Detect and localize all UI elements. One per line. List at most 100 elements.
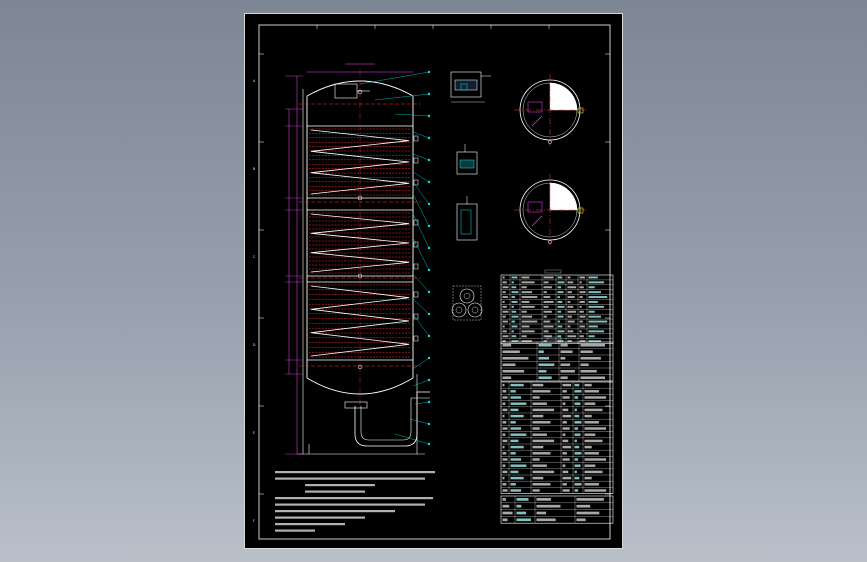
detail-b-frame — [456, 151, 478, 175]
design-data-table-cell-text — [560, 343, 568, 347]
parts-list-table-cell-text — [557, 281, 565, 284]
parts-list-table-cell-text — [543, 320, 551, 323]
callout-leader — [374, 93, 430, 101]
callout-leader — [412, 273, 430, 293]
callout-dot — [427, 422, 431, 426]
nozzle-table-cell-text — [562, 408, 569, 412]
section-view-bottom-quadrant — [549, 182, 578, 211]
callout-leader — [409, 418, 430, 425]
tube-arrangement-circle — [467, 302, 483, 318]
callout-dot — [427, 114, 431, 118]
parts-list-table-cell-text — [588, 320, 608, 323]
parts-list-table-cell-text — [557, 330, 565, 333]
nozzle-table-cell-text — [584, 476, 592, 480]
parts-list-table-cell-text — [511, 330, 514, 333]
zone-label: F — [253, 519, 255, 523]
callout-leader — [412, 379, 430, 387]
parts-list-table-cell-text — [521, 300, 530, 303]
section-view-top-bottom-nozzle — [548, 140, 552, 144]
nozzle-table-cell-text — [502, 427, 508, 430]
side-nozzle — [413, 157, 419, 164]
parts-list-table-cell-text — [521, 315, 533, 318]
parts-list-table-cell-text — [579, 300, 585, 303]
parts-list-table-cell-text — [579, 315, 586, 318]
nozzle-table-cell-text — [574, 452, 582, 455]
nozzle-table-cell-text — [502, 464, 506, 467]
nozzle-table-cell-text — [532, 464, 547, 467]
nozzle-table-cell-text — [532, 476, 544, 480]
nozzle-table-cell-text — [574, 390, 582, 393]
parts-list-table-cell-text — [588, 340, 601, 343]
parts-list-table-cell-text — [557, 305, 565, 308]
design-data-table-cell-text — [502, 376, 512, 380]
section-view-bottom-nozzle-mark — [577, 207, 584, 214]
parts-list-table-cell-text — [543, 281, 549, 284]
nozzle-table-cell-text — [574, 483, 582, 486]
parts-list-table-cell-text — [567, 286, 577, 289]
title-block-table-cell-text — [516, 498, 529, 501]
title-block-table-cell-text — [576, 504, 591, 508]
parts-list-table-cell-text — [543, 291, 547, 294]
nozzle-marker — [357, 364, 363, 370]
parts-list-table-cell-text — [588, 330, 605, 333]
detail-b-weld — [459, 159, 475, 169]
design-data-table-cell-text — [560, 350, 573, 354]
parts-list-table-cell-text — [511, 325, 518, 328]
nozzle-table-cell-text — [574, 464, 581, 467]
detail-c-profile — [460, 209, 472, 235]
callout-leader — [359, 71, 430, 85]
design-data-table-cell-text — [560, 363, 571, 367]
section-view-top-quadrant — [549, 82, 578, 111]
parts-list-table-cell-text — [502, 330, 507, 333]
nozzle-table-cell-text — [562, 489, 570, 492]
parts-list-table-cell-text — [502, 320, 508, 323]
nozzle-table-cell-text — [532, 390, 551, 393]
design-data-table-cell-text — [538, 343, 552, 347]
nozzle-table-cell-text — [532, 458, 540, 461]
parts-list-table-cell-text — [557, 276, 563, 279]
nozzle-table-cell-text — [574, 402, 581, 405]
parts-list-table-cell-text — [567, 325, 571, 328]
technical-note-line — [275, 516, 365, 519]
nozzle-table-cell-text — [510, 458, 522, 461]
parts-list-table-cell-text — [588, 296, 608, 299]
nozzle-table-cell-text — [562, 396, 570, 399]
parts-list-table-cell-text — [511, 315, 519, 318]
technical-note-line — [305, 484, 375, 487]
parts-list-table-cell-text — [502, 335, 509, 338]
top-inlet-chamber — [334, 83, 358, 99]
design-data-table-cell-text — [580, 343, 605, 347]
callout-dot — [427, 92, 431, 96]
callout-dot — [427, 378, 431, 382]
nozzle-table-cell-text — [532, 383, 544, 387]
nozzle-table-cell-text — [584, 402, 596, 405]
parts-list-table-cell-text — [521, 330, 535, 333]
parts-list-table-cell-text — [511, 300, 518, 303]
parts-list-table-cell-text — [511, 340, 519, 343]
detail-a-insert — [460, 83, 468, 91]
parts-list-table-cell-text — [567, 340, 572, 343]
side-nozzle — [413, 263, 419, 270]
nozzle-table-cell-text — [562, 464, 566, 467]
title-block-table-cell-text — [502, 518, 508, 522]
nozzle-table-cell-text — [584, 421, 599, 424]
nozzle-table-cell-text — [532, 439, 555, 443]
nozzle-table-cell-text — [562, 421, 567, 424]
design-data-table-cell-text — [538, 376, 552, 380]
callout-dot — [427, 268, 431, 272]
nozzle-table-cell-text — [584, 445, 592, 449]
nozzle-table-cell-text — [562, 414, 572, 418]
parts-list-table-cell-text — [521, 281, 535, 284]
parts-list-table-cell-text — [579, 330, 582, 333]
callout-dot — [427, 136, 431, 140]
parts-list-table-cell-text — [567, 335, 577, 338]
parts-list-table-cell-text — [511, 276, 518, 279]
nozzle-table-cell-text — [510, 476, 524, 480]
nozzle-table-cell-text — [584, 408, 603, 412]
parts-list-table-cell-text — [543, 310, 552, 313]
callout-leader — [394, 113, 430, 117]
technical-note-line — [275, 510, 395, 513]
nozzle-table-cell-text — [574, 445, 580, 449]
design-data-table-cell-text — [502, 363, 516, 367]
